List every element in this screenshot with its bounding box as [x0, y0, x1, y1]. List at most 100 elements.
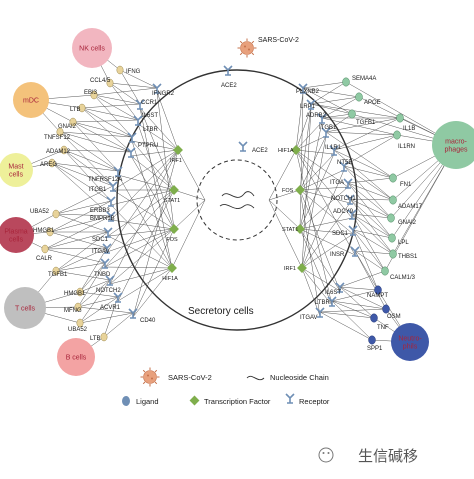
ligand-right-label: TNF	[377, 325, 389, 331]
receptor-right-label: IL6ST	[325, 290, 341, 296]
connection-line	[156, 91, 175, 230]
receptor-icon	[350, 246, 360, 257]
ligand-icon	[389, 173, 397, 183]
connection-line	[55, 185, 114, 215]
connection-line	[72, 121, 119, 172]
tf-marker	[295, 185, 305, 195]
cell-macro	[432, 121, 474, 169]
connection-line	[295, 149, 335, 155]
connection-line	[299, 228, 356, 256]
receptor-right-label: NOTCH1	[331, 196, 356, 202]
ligand-left-label: LTB	[70, 107, 81, 113]
connection-line	[351, 213, 394, 255]
connection-line	[295, 107, 312, 151]
ligand-icon	[69, 117, 77, 127]
connection-line	[117, 174, 175, 191]
connection-line	[299, 189, 351, 204]
connection-line	[132, 149, 179, 318]
connection-line	[109, 82, 158, 89]
ligand-right-label: LPL	[398, 240, 409, 246]
connection-line	[55, 231, 109, 272]
ligand-right-label: SPP1	[367, 346, 383, 352]
connection-line	[59, 131, 133, 138]
connection-lines	[15, 47, 457, 358]
ligand-icon	[389, 249, 397, 259]
connection-line	[109, 82, 139, 121]
connection-line	[44, 248, 106, 264]
cell-macro-label: macro-	[445, 139, 467, 146]
ligand-right-label: SEMA4A	[352, 76, 376, 82]
ligand-icon	[393, 130, 401, 140]
ligand-left-label: TGFB1	[48, 272, 68, 278]
connection-line	[103, 296, 119, 338]
receptor-left-label: TNBD	[94, 272, 111, 278]
tf-marker	[169, 224, 179, 234]
connection-line	[321, 117, 398, 136]
connection-line	[137, 123, 175, 230]
connection-line	[299, 135, 327, 191]
connection-line	[351, 213, 393, 239]
connection-line	[59, 131, 132, 153]
connection-line	[51, 162, 114, 187]
ace2-inner-label: ACE2	[252, 148, 268, 154]
connection-line	[301, 135, 327, 269]
legend-receptor-icon	[285, 393, 295, 404]
connection-line	[131, 140, 179, 151]
connection-line	[79, 247, 108, 293]
legend-ligand-icon	[122, 396, 130, 406]
connection-line	[63, 149, 112, 202]
connection-line	[299, 228, 341, 292]
connection-line	[384, 144, 457, 272]
connection-line	[103, 312, 134, 338]
connection-line	[110, 204, 173, 269]
connection-line	[268, 199, 303, 269]
ligand-icon	[355, 92, 363, 102]
ligand-icon	[74, 302, 82, 312]
connection-line	[77, 279, 111, 308]
ligand-icon	[387, 213, 395, 223]
connection-line	[93, 94, 133, 138]
ligand-right-label: OSM	[387, 314, 401, 320]
connection-line	[81, 107, 139, 121]
connection-line	[110, 149, 179, 221]
legend-chain-label: Nucleoside Chain	[270, 373, 329, 382]
connection-line	[268, 149, 297, 201]
receptor-left-label: TNFRSF12A	[88, 177, 122, 183]
tf-left-label: STAT1	[164, 198, 180, 204]
receptor-right-label: LRP1	[300, 104, 316, 110]
connection-line	[81, 107, 132, 153]
cell-plasma-label: cells	[9, 237, 24, 244]
wechat-icon	[318, 447, 334, 463]
connection-line	[299, 217, 353, 230]
receptor-left-label: BMPR1B	[90, 216, 115, 222]
connection-line	[319, 311, 375, 319]
connection-line	[106, 228, 175, 253]
connection-line	[354, 250, 379, 291]
ligand-icon	[374, 285, 382, 295]
ligand-left-label: UBA52	[68, 327, 88, 333]
connection-line	[137, 123, 179, 151]
connection-line	[79, 312, 134, 324]
connection-line	[299, 91, 304, 230]
connection-line	[351, 213, 386, 272]
virus-label: SARS-CoV-2	[258, 37, 299, 44]
connection-line	[51, 162, 119, 172]
connection-line	[268, 199, 301, 230]
connection-line	[81, 103, 141, 109]
connection-line	[299, 186, 349, 191]
ligand-left-label: ADAM12	[46, 149, 71, 155]
ligand-right-label: CALM1/3	[390, 275, 416, 281]
connection-line	[295, 121, 323, 151]
tf-left-label: IRF1	[170, 158, 182, 164]
ligand-right-label: IL1RN	[398, 144, 415, 150]
connection-line	[299, 189, 321, 317]
cell-mast	[0, 153, 33, 187]
ligand-right-label: ADAM17	[398, 204, 423, 210]
ligand-left-label: MFNG	[64, 308, 82, 314]
ligand-icon	[388, 233, 396, 243]
legend-chain-icon	[246, 375, 265, 381]
connection-line	[301, 202, 351, 269]
connection-line	[343, 165, 392, 219]
connection-line	[295, 149, 353, 219]
